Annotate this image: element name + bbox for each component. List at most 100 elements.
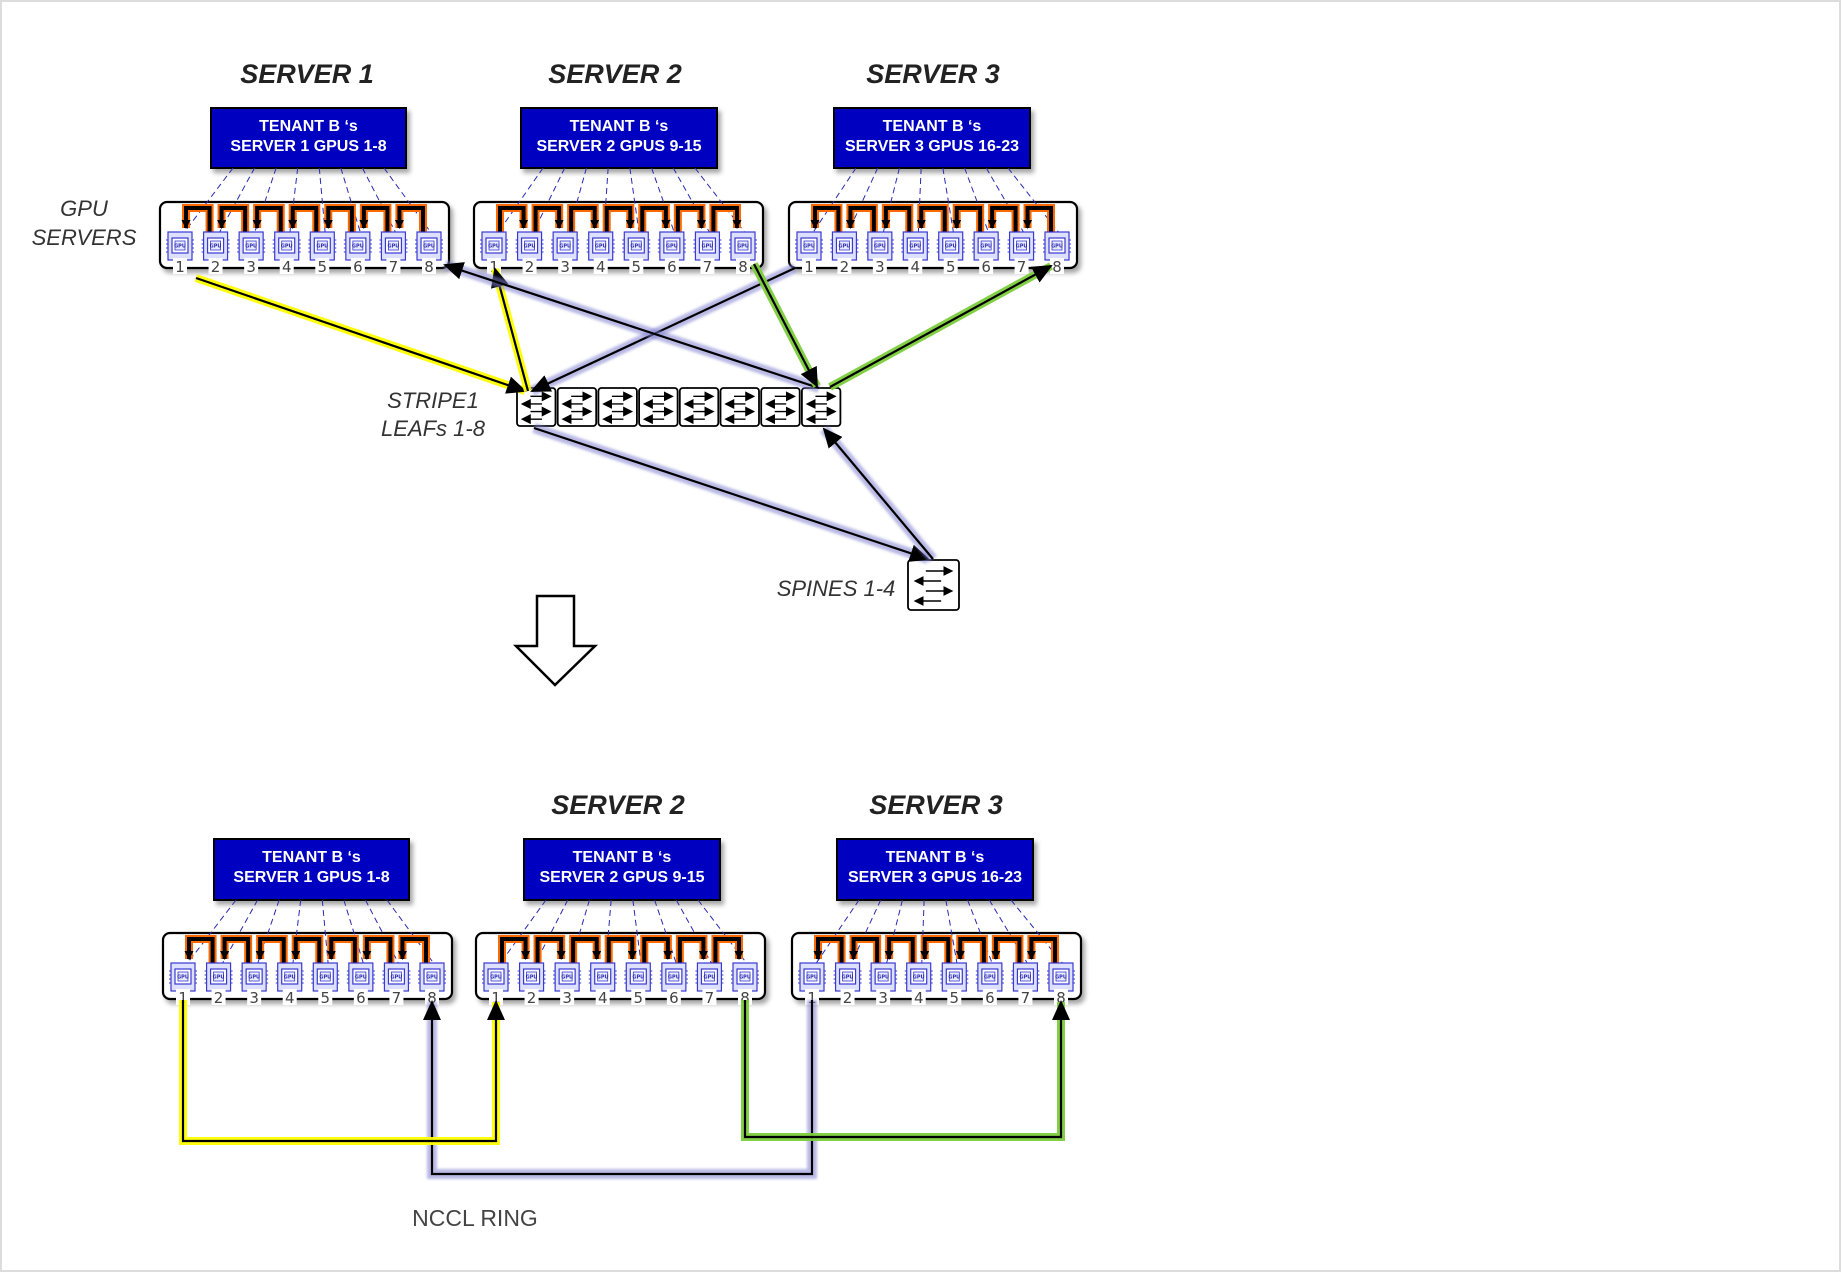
gpu-number: 7 — [392, 989, 402, 1007]
tenant-box — [213, 838, 410, 901]
gpu-chip-label: GPU — [352, 244, 364, 250]
gpu-number: 3 — [560, 258, 570, 276]
ring-link-s2gpu8-s3gpu8-glow — [741, 1000, 1065, 1141]
gpu-chip-label: GPU — [319, 975, 331, 981]
leaf-label-line1: STRIPE1 — [387, 388, 479, 413]
intra-server-ring-arrow — [569, 206, 600, 232]
gpu-number: 7 — [703, 258, 713, 276]
tenant-label-line1: TENANT B ‘s — [259, 118, 358, 135]
nccl-ring-caption: NCCL RING — [412, 1205, 538, 1231]
gpu-number: 3 — [246, 258, 256, 276]
tenant-label-line1: TENANT B ‘s — [883, 118, 982, 135]
tenant-label-line2: SERVER 3 GPUS 16-23 — [845, 138, 1019, 155]
tenant-gpu-link — [1010, 899, 1065, 966]
gpu-chip-label: GPU — [803, 244, 815, 250]
gpu-number: 2 — [214, 989, 224, 1007]
gpu-number: 1 — [175, 258, 185, 276]
intra-server-ring-arrow — [881, 206, 912, 232]
intra-server-ring-arrow — [987, 206, 1018, 232]
gpu-chip-label: GPU — [245, 244, 257, 250]
tenant-gpu-link — [811, 167, 857, 235]
leaf-switch-6 — [719, 387, 760, 427]
leaf-switch-5 — [678, 387, 720, 427]
gpu-number: 1 — [807, 989, 817, 1007]
intra-server-ring-arrow — [1023, 206, 1053, 232]
intra-server-ring-arrow — [952, 206, 983, 232]
ring-link-s1gpu1-s2gpu1 — [181, 1000, 505, 1143]
intra-server-ring-arrow — [500, 937, 531, 963]
spine-switch — [907, 559, 960, 611]
intra-server-ring-arrow — [252, 206, 283, 232]
gpu-chip-label: GPU — [248, 975, 260, 981]
link-leaf1-spine — [533, 426, 930, 562]
intra-server-ring-arrow — [713, 937, 744, 963]
server-3-title: SERVER 3 — [866, 59, 1000, 89]
gpu-chip-label: GPU — [490, 975, 502, 981]
gpu-number: 1 — [491, 989, 501, 1007]
ring-link-s3gpu1-s1gpu8 — [423, 1000, 814, 1176]
gpu-chip-label: GPU — [526, 975, 538, 981]
tenant-label-line2: SERVER 3 GPUS 16-23 — [848, 869, 1022, 886]
intra-server-ring-arrow — [711, 206, 742, 232]
switch-icon — [801, 387, 842, 427]
tenant-gpu-link — [569, 899, 590, 966]
switch-icon — [719, 387, 760, 427]
switch-icon — [597, 387, 638, 427]
gpu-chip-label: GPU — [909, 244, 921, 250]
leaf-switch-7 — [760, 387, 801, 427]
gpu-chip-label: GPU — [980, 244, 992, 250]
tenant-gpu-link — [343, 899, 365, 966]
gpu-server-chassis — [472, 200, 765, 270]
gpu-number: 4 — [285, 989, 295, 1007]
intra-server-ring-arrow — [362, 937, 393, 963]
gpu-chip-label: GPU — [877, 975, 889, 981]
gpu-chip-label: GPU — [737, 244, 749, 250]
gpu-chip-label: GPU — [668, 975, 680, 981]
switch-icon — [907, 559, 960, 611]
link-leaf1-s2gpu1 — [491, 267, 530, 392]
gpu-chip-label: GPU — [839, 244, 851, 250]
gpu-chip-label: GPU — [177, 975, 189, 981]
intra-server-ring-arrow — [604, 206, 635, 232]
gpu-number: 5 — [321, 989, 331, 1007]
gpu-chip-label: GPU — [355, 975, 367, 981]
gpu-number: 6 — [667, 258, 677, 276]
gpu-5: GPU 5 — [311, 962, 340, 1007]
switch-icon — [638, 387, 679, 427]
gpu-chip-label: GPU — [281, 244, 293, 250]
link-leaf8-s3gpu8 — [829, 265, 1053, 388]
intra-server-ring-arrow — [813, 937, 844, 963]
gpu-number: 3 — [249, 989, 259, 1007]
gpu-3: GPU 3 — [240, 962, 269, 1007]
intra-server-ring-arrow — [677, 937, 708, 963]
tenant-label-line1: TENANT B ‘s — [262, 849, 361, 866]
tenant-label-line1: TENANT B ‘s — [573, 849, 672, 866]
gpu-number: 5 — [634, 989, 644, 1007]
ring-link-s2gpu8-s3gpu8 — [743, 1000, 1070, 1139]
switch-icon — [760, 387, 801, 427]
intra-server-ring-arrow — [571, 937, 602, 963]
tenant-gpu-link — [256, 899, 280, 966]
tenant-label-line2: SERVER 1 GPUS 1-8 — [233, 869, 389, 886]
gpu-chip-label: GPU — [984, 975, 996, 981]
